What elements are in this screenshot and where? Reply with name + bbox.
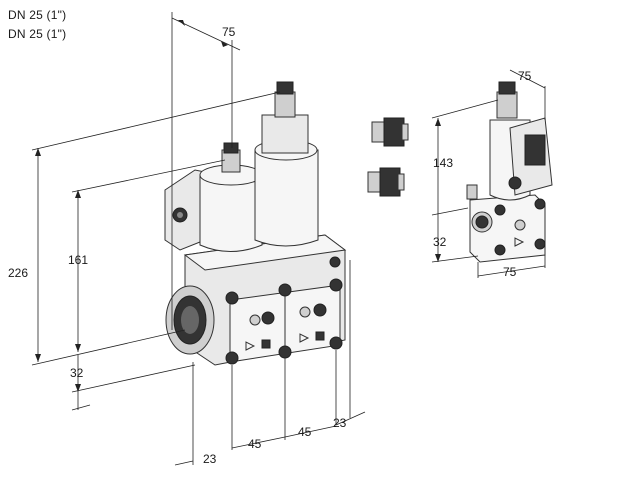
solenoid-coil-2: [254, 149, 319, 247]
test-point-icon: [299, 306, 311, 318]
cable-gland-2: [367, 167, 405, 197]
screw-icon: [329, 256, 341, 268]
screw-icon: [225, 351, 239, 365]
screw-icon: [534, 198, 546, 210]
header-line-1: DN 25 (1"): [8, 8, 67, 22]
coil-1-cap: [223, 142, 239, 154]
dim-75-side-top: 75: [518, 69, 532, 83]
screw-icon: [278, 345, 292, 359]
dim-32-main: 32: [70, 366, 84, 380]
cable-gland-1: [371, 117, 409, 147]
dim-45-b: 45: [298, 425, 312, 439]
dim-23-bottom: 23: [203, 452, 217, 466]
dim-32-side: 32: [433, 235, 447, 249]
dim-226: 226: [8, 266, 28, 280]
inlet-port-inner: [181, 306, 199, 334]
side-valve-drawing: [466, 81, 553, 263]
bracket-port-inner: [177, 212, 183, 218]
screw-icon: [534, 238, 546, 250]
screw-icon: [494, 244, 506, 256]
coil-2-cap: [276, 81, 294, 95]
coil-2-housing: [261, 114, 309, 154]
coil-2-stem: [274, 91, 296, 118]
screw-icon: [329, 336, 343, 350]
marker-icon: [261, 339, 271, 349]
screw-icon: [329, 278, 343, 292]
dim-45-a: 45: [248, 437, 262, 451]
flow-arrow-icon: [514, 237, 525, 247]
solenoid-coil-1: [199, 174, 263, 252]
screw-icon: [494, 204, 506, 216]
dim-75-side-bottom: 75: [503, 265, 517, 279]
test-point-icon: [514, 219, 526, 231]
side-coil-cap: [498, 81, 516, 95]
flow-arrow-icon: [299, 333, 310, 343]
dim-75-top: 75: [222, 25, 236, 39]
marker-icon: [315, 331, 325, 341]
test-point-icon: [313, 303, 327, 317]
test-point-icon: [249, 314, 261, 326]
screw-icon: [278, 283, 292, 297]
dimension-lines: [31, 12, 546, 466]
dim-23-right: 23: [333, 416, 347, 430]
side-coil-stem: [496, 91, 518, 119]
screw-icon: [225, 291, 239, 305]
dim-161: 161: [68, 253, 88, 267]
main-valve-drawing: [164, 81, 347, 366]
header-line-2: DN 25 (1"): [8, 27, 67, 41]
dim-143: 143: [433, 156, 453, 170]
test-point-icon: [261, 311, 275, 325]
flow-arrow-icon: [245, 341, 256, 351]
side-connector-face: [524, 134, 546, 166]
